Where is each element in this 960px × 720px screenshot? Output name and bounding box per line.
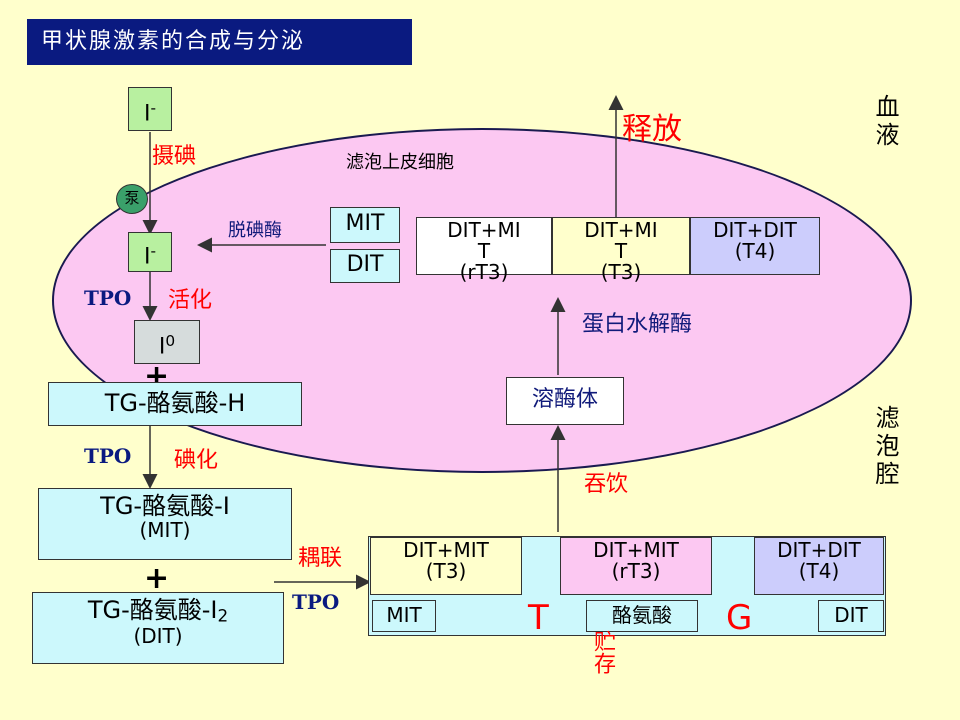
pinocytosis-label: 吞饮 — [584, 472, 629, 497]
colloid-tyrosine-box: 酪氨酸 — [586, 600, 698, 632]
cell-rt3-top: DIT+MI — [447, 218, 521, 242]
colloid-t4-bottom: (T4) — [798, 559, 840, 583]
cell-t4-box: DIT+DIT (T4) — [690, 217, 820, 275]
tg-tyrosine-i-mit: (MIT) — [139, 518, 191, 543]
colloid-rt3-box: DIT+MIT (rT3) — [560, 537, 712, 595]
colloid-mit-box: MIT — [372, 600, 436, 632]
colloid-t3-bottom: (T3) — [425, 559, 467, 583]
cell-t3-top: DIT+MI — [584, 218, 658, 242]
tg-tyrosine-i2-subscript: 2 — [217, 605, 229, 626]
inner-iodide-box: I- — [128, 232, 172, 272]
active-iodine-symbol: I — [158, 334, 166, 360]
cell-rt3-box: DIT+MI T (rT3) — [416, 217, 552, 283]
tg-letter-t: T — [528, 598, 549, 638]
cell-t4-bottom: (T4) — [734, 239, 776, 263]
inner-iodide-symbol: I — [143, 244, 151, 270]
plus-sign-2: + — [144, 561, 170, 596]
colloid-t4-top: DIT+DIT — [777, 538, 861, 562]
cell-rt3-t: T — [477, 239, 491, 263]
deiodinase-label: 脱碘酶 — [228, 220, 282, 241]
colloid-dit-box: DIT — [818, 600, 884, 632]
proteolytic-enzyme-label: 蛋白水解酶 — [582, 312, 693, 337]
outer-iodide-box: I- — [128, 87, 172, 131]
pump-icon: 泵 — [116, 184, 148, 214]
colloid-rt3-bottom: (rT3) — [611, 559, 661, 583]
iodide-uptake-label: 摄碘 — [152, 144, 197, 169]
colloid-t3-box: DIT+MIT (T3) — [370, 537, 522, 595]
tg-tyrosine-i2-text: TG-酪氨酸-I — [87, 596, 218, 624]
cell-dit-box: DIT — [330, 249, 400, 283]
tg-tyrosine-i2-dit: (DIT) — [133, 623, 183, 648]
cell-t4-top: DIT+DIT — [713, 218, 797, 242]
colloid-t4-box: DIT+DIT (T4) — [754, 537, 884, 595]
cell-t3-t: T — [614, 239, 628, 263]
blood-label: 血液 — [871, 94, 899, 150]
activation-label: 活化 — [168, 288, 213, 313]
cell-t3-bottom: (T3) — [600, 260, 642, 284]
colloid-rt3-top: DIT+MIT — [593, 538, 679, 562]
tg-tyrosine-i-text: TG-酪氨酸-I — [100, 492, 230, 520]
cell-mit-box: MIT — [330, 207, 400, 243]
tg-tyrosine-h-box: TG-酪氨酸-H — [48, 382, 302, 426]
outer-iodide-symbol: I — [143, 101, 151, 127]
page-title: 甲状腺激素的合成与分泌 — [27, 19, 412, 65]
tpo-coupling-label: TPO — [292, 590, 340, 614]
iodination-label: 碘化 — [174, 448, 219, 473]
active-iodine-charge: 0 — [165, 332, 176, 350]
colloid-t3-top: DIT+MIT — [403, 538, 489, 562]
coupling-label: 耦联 — [298, 546, 343, 571]
tpo-iodination-label: TPO — [84, 444, 132, 468]
tg-letter-g: G — [726, 598, 753, 638]
inner-iodide-charge: - — [150, 242, 157, 260]
tg-tyrosine-i-box: TG-酪氨酸-I (MIT) — [38, 488, 292, 560]
outer-iodide-charge: - — [150, 99, 157, 117]
cell-rt3-bottom: (rT3) — [459, 260, 509, 284]
tpo-activation-label: TPO — [84, 286, 132, 310]
tg-tyrosine-i2-box: TG-酪氨酸-I2 (DIT) — [32, 592, 284, 664]
cell-t3-box: DIT+MI T (T3) — [552, 217, 690, 283]
lysosome-box: 溶酶体 — [506, 377, 624, 425]
release-label: 释放 — [622, 112, 682, 147]
active-iodine-box: I0 — [134, 320, 200, 364]
follicle-cavity-label: 滤泡腔 — [871, 405, 899, 489]
epithelial-cell-label: 滤泡上皮细胞 — [346, 152, 454, 173]
storage-label: 贮存 — [590, 630, 615, 674]
